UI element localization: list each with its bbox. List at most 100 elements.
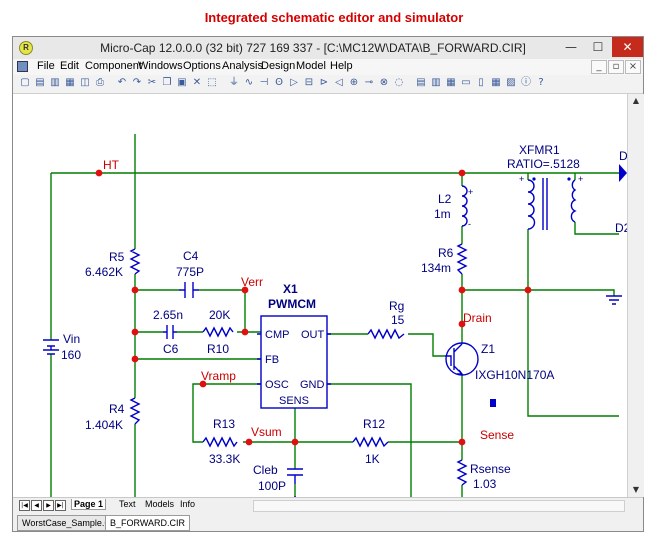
component-labels: HT R5 6.462K C4 775P Verr X1 PWMCM 2.65n… bbox=[61, 143, 627, 493]
label-rg-value: 15 bbox=[391, 313, 405, 327]
mdi-restore-icon[interactable]: ▫ bbox=[608, 60, 624, 74]
tile-h-icon[interactable]: ▦ bbox=[446, 77, 456, 88]
z1-igbt bbox=[445, 342, 479, 376]
menu-edit[interactable]: Edit bbox=[60, 60, 79, 72]
menu-model[interactable]: Model bbox=[296, 60, 326, 72]
node-dots bbox=[95, 169, 532, 446]
component-panel-icon[interactable]: ▦ bbox=[491, 77, 501, 88]
cascade-icon[interactable]: ▤ bbox=[416, 77, 426, 88]
label-pin-fb: FB bbox=[265, 354, 279, 366]
label-pin-out: OUT bbox=[301, 329, 325, 341]
menu-bar: File Edit Component Windows Options Anal… bbox=[13, 59, 643, 75]
components bbox=[43, 178, 577, 486]
c4-capacitor bbox=[179, 282, 199, 298]
label-rg-name: Rg bbox=[389, 299, 404, 313]
undo-icon[interactable]: ↶ bbox=[117, 77, 127, 88]
label-xfmr-name: XFMR1 bbox=[519, 143, 560, 157]
label-c4-value: 775P bbox=[176, 265, 204, 279]
inductor-icon[interactable]: ʘ bbox=[275, 77, 283, 88]
label-r13-value: 33.3K bbox=[209, 452, 240, 466]
cleb-capacitor bbox=[287, 468, 303, 484]
diode-d-icon bbox=[619, 164, 627, 182]
nav-last-button[interactable]: ▶| bbox=[55, 500, 66, 511]
r6-resistor bbox=[456, 243, 468, 275]
nav-next-button[interactable]: ▶ bbox=[43, 500, 54, 511]
capacitor-icon[interactable]: ⊣ bbox=[259, 77, 269, 88]
menu-options[interactable]: Options bbox=[183, 60, 221, 72]
cut-icon[interactable]: ✂ bbox=[147, 77, 157, 88]
copy-icon[interactable]: ❐ bbox=[162, 77, 172, 88]
scroll-up-icon[interactable]: ▲ bbox=[632, 96, 640, 105]
opamp-icon[interactable]: ◁ bbox=[335, 77, 343, 88]
page-caption: Integrated schematic editor and simulato… bbox=[204, 10, 464, 25]
label-rsense-name: Rsense bbox=[470, 462, 511, 476]
help-icon[interactable]: ? bbox=[538, 77, 544, 88]
nav-first-button[interactable]: |◀ bbox=[19, 500, 30, 511]
select-all-icon[interactable]: ⬚ bbox=[207, 77, 217, 88]
bulb-icon[interactable]: ◌ bbox=[394, 77, 404, 88]
l2-inductor bbox=[461, 185, 468, 227]
close-icon[interactable]: ✕ bbox=[612, 37, 643, 57]
save-all-icon[interactable]: ▦ bbox=[65, 77, 75, 88]
delete-icon[interactable]: ✕ bbox=[192, 77, 202, 88]
close-window-icon[interactable]: ▯ bbox=[478, 77, 484, 88]
menu-analysis[interactable]: Analysis bbox=[222, 60, 263, 72]
app-logo-icon[interactable]: R bbox=[19, 41, 33, 55]
npn-icon[interactable]: ⊳ bbox=[319, 77, 329, 88]
xfmr-primary-coil bbox=[527, 179, 536, 230]
open-icon[interactable]: ▤ bbox=[35, 77, 45, 88]
diode-icon[interactable]: ▷ bbox=[290, 77, 298, 88]
label-xfmr-ratio: RATIO=.5128 bbox=[507, 157, 580, 171]
mdi-minimize-icon[interactable]: _ bbox=[591, 60, 607, 74]
battery-icon[interactable]: ⊟ bbox=[304, 77, 314, 88]
tab-text[interactable]: Text bbox=[119, 499, 136, 509]
print-icon[interactable]: ⎙ bbox=[96, 77, 104, 88]
label-sense: Sense bbox=[480, 428, 514, 442]
minimize-icon[interactable]: — bbox=[565, 40, 577, 54]
properties-icon[interactable]: ▨ bbox=[506, 77, 516, 88]
file-tab-worstcase[interactable]: WorstCase_Sample.CIR bbox=[17, 515, 125, 531]
paste-icon[interactable]: ▣ bbox=[177, 77, 187, 88]
switch-icon[interactable]: ⊸ bbox=[364, 77, 374, 88]
rsense-resistor bbox=[456, 459, 468, 486]
tile-v-icon[interactable]: ▥ bbox=[431, 77, 441, 88]
label-cleb-value: 100P bbox=[258, 479, 286, 493]
maximize-icon[interactable]: ☐ bbox=[592, 40, 604, 54]
new-icon[interactable]: ▢ bbox=[20, 77, 30, 88]
mdi-close-icon[interactable]: × bbox=[625, 60, 641, 74]
label-c6-name: C6 bbox=[163, 342, 179, 356]
nav-prev-button[interactable]: ◀ bbox=[31, 500, 42, 511]
horizontal-scrollbar[interactable] bbox=[253, 500, 625, 512]
r13-resistor bbox=[202, 436, 238, 448]
menu-help[interactable]: Help bbox=[330, 60, 353, 72]
info-icon[interactable]: ⓘ bbox=[521, 77, 531, 88]
menu-windows[interactable]: Windows bbox=[138, 60, 183, 72]
tab-models[interactable]: Models bbox=[145, 499, 175, 509]
label-d2: D2 bbox=[615, 221, 627, 235]
resistor-icon[interactable]: ∿ bbox=[244, 77, 254, 88]
menu-file[interactable]: File bbox=[37, 60, 55, 72]
xfmr-icon[interactable]: ⊗ bbox=[379, 77, 389, 88]
redo-icon[interactable]: ↷ bbox=[132, 77, 142, 88]
label-ht: HT bbox=[103, 158, 120, 172]
print-preview-icon[interactable]: ◫ bbox=[80, 77, 90, 88]
file-tab-b-forward[interactable]: B_FORWARD.CIR bbox=[105, 515, 191, 531]
label-xfmr-plus-left: + bbox=[519, 174, 524, 184]
r4-resistor bbox=[129, 397, 141, 425]
scroll-down-icon[interactable]: ▼ bbox=[632, 485, 640, 494]
source-icon[interactable]: ⊕ bbox=[349, 77, 359, 88]
vertical-scrollbar[interactable]: ▲ ▼ bbox=[627, 94, 644, 497]
tab-info[interactable]: Info bbox=[180, 499, 196, 509]
menu-design[interactable]: Design bbox=[261, 60, 296, 72]
label-z1-name: Z1 bbox=[481, 342, 495, 356]
window-icon[interactable]: ▭ bbox=[461, 77, 471, 88]
ground-icon[interactable]: ⏚ bbox=[229, 77, 239, 88]
label-vramp: Vramp bbox=[201, 369, 236, 383]
menu-component[interactable]: Component bbox=[85, 60, 142, 72]
save-icon[interactable]: ▥ bbox=[50, 77, 60, 88]
schematic-canvas[interactable]: HT R5 6.462K C4 775P Verr X1 PWMCM 2.65n… bbox=[13, 94, 627, 497]
schematic-svg[interactable]: HT R5 6.462K C4 775P Verr X1 PWMCM 2.65n… bbox=[13, 94, 627, 497]
tab-page-1[interactable]: Page 1 bbox=[71, 499, 107, 510]
label-r6-name: R6 bbox=[438, 246, 454, 260]
document-icon[interactable] bbox=[17, 61, 28, 72]
